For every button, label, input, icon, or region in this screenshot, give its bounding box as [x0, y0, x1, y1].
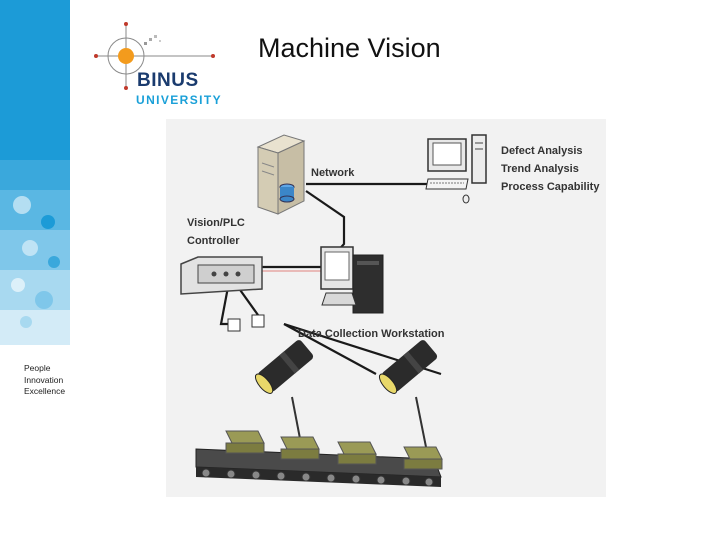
tagline-line: Excellence — [24, 386, 66, 396]
camera-icon — [378, 340, 438, 394]
analysis-label: Trend Analysis — [501, 163, 579, 175]
camera-icon — [254, 340, 314, 394]
slide-title: Machine Vision — [258, 33, 441, 63]
logo-wordmark: BINUS — [137, 70, 199, 91]
controller-label: Vision/PLC — [187, 217, 245, 229]
workstation-label: Data Collection Workstation — [298, 328, 445, 340]
analysis-computer-icon — [425, 134, 487, 204]
tagline: People Innovation Excellence — [24, 363, 65, 398]
plc-controller-icon — [180, 256, 263, 295]
tagline-line: Innovation — [24, 374, 64, 385]
binus-logo — [94, 22, 215, 90]
sidebar-decoration — [0, 0, 70, 345]
conveyor-belt-icon — [195, 430, 443, 487]
analysis-label: Defect Analysis — [501, 145, 583, 157]
logo-subtitle: UNIVERSITY — [136, 93, 223, 107]
server-icon — [256, 134, 306, 215]
tagline-line: People — [24, 363, 51, 373]
analysis-label: Process Capability — [501, 181, 600, 193]
controller-label: Controller — [187, 235, 240, 247]
machine-vision-diagram: Network Defect Analysis Trend Analysis P… — [166, 119, 606, 497]
workstation-icon — [320, 246, 384, 314]
network-label: Network — [311, 167, 355, 179]
